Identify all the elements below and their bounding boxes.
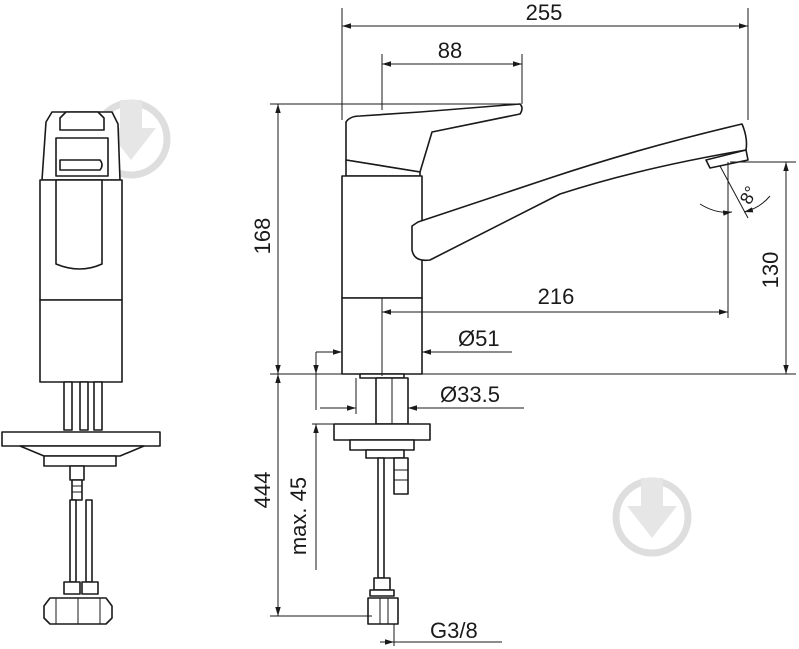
faucet-front-view [333, 103, 749, 625]
watermark-icon [612, 477, 692, 557]
dim-lever-offset: 88 [438, 38, 462, 63]
dim-body-diameter: Ø51 [458, 326, 500, 351]
dim-spout-height: 130 [758, 252, 783, 289]
dim-reach: 216 [538, 284, 575, 309]
faucet-side-view [1, 111, 161, 625]
dim-spout-angle: 8° [736, 183, 762, 208]
dim-thread: G3/8 [430, 618, 478, 643]
dim-max-thickness: max. 45 [286, 477, 311, 555]
dim-total-width: 255 [526, 0, 563, 25]
dim-total-depth: 444 [250, 472, 275, 509]
dim-shank-diameter: Ø33.5 [440, 382, 500, 407]
dimension-lines [270, 8, 796, 646]
dim-height: 168 [250, 218, 275, 255]
